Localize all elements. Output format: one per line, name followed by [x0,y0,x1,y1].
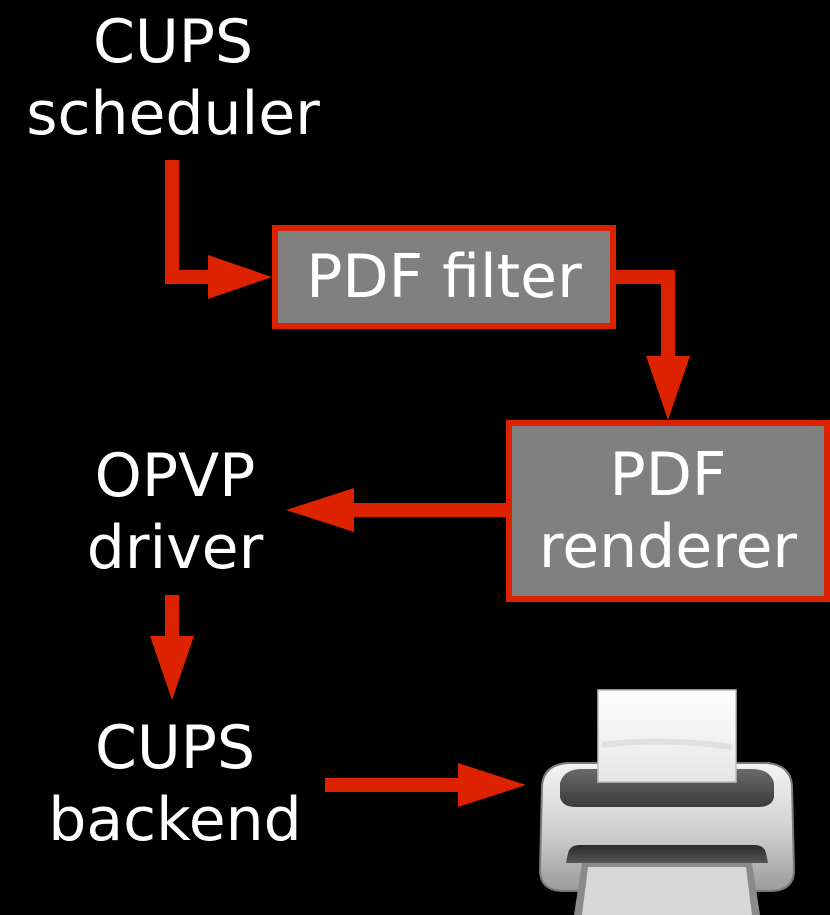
cups-scheduler-line2: scheduler [26,79,320,149]
node-opvp-driver: OPVP driver [40,440,310,584]
cups-backend-line1: CUPS [94,713,256,783]
node-cups-scheduler: CUPS scheduler [18,6,328,150]
pdf-renderer-line1: PDF [609,440,727,510]
pdf-filter-label: PDF filter [306,242,582,312]
node-pdf-filter: PDF filter [272,225,616,329]
opvp-driver-line2: driver [86,513,264,583]
printer-icon [538,689,796,915]
arrow-renderer-to-driver [286,488,508,532]
arrow-scheduler-to-filter [165,160,272,299]
cups-scheduler-line1: CUPS [92,7,254,77]
pdf-renderer-line2: renderer [538,512,798,582]
cups-backend-line2: backend [48,785,302,855]
arrow-backend-to-printer [325,763,526,807]
opvp-driver-line1: OPVP [94,441,256,511]
arrow-driver-to-backend [150,595,194,700]
arrow-filter-to-renderer [616,270,690,420]
node-cups-backend: CUPS backend [30,712,320,856]
node-pdf-renderer: PDF renderer [506,420,830,602]
